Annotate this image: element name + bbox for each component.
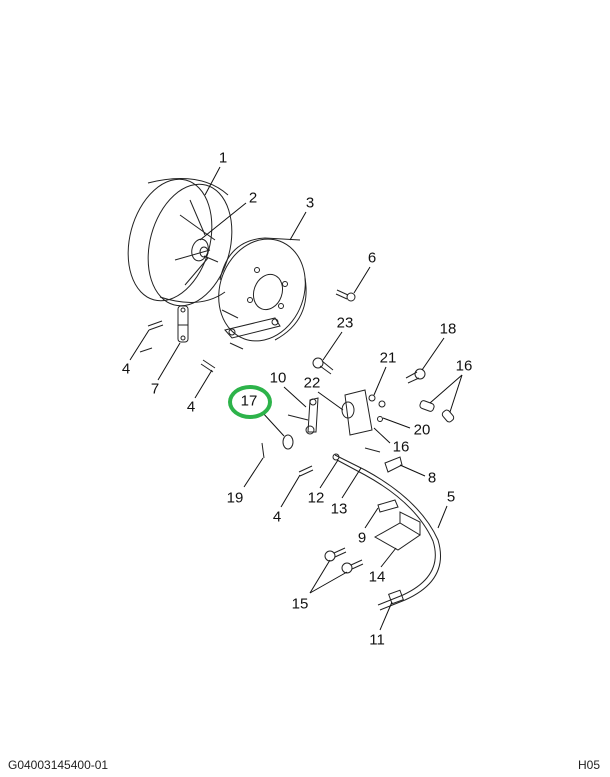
part-17-washer	[282, 434, 294, 450]
leader-lines	[129, 166, 463, 631]
part-5-cable	[332, 453, 442, 611]
part-16-plates	[419, 400, 455, 423]
callout-18[interactable]: 18	[439, 320, 457, 338]
page-code: H05	[577, 758, 600, 772]
callout-1[interactable]: 1	[218, 149, 228, 167]
callout-4c[interactable]: 4	[272, 508, 282, 526]
callout-4a[interactable]: 4	[121, 360, 131, 378]
callout-3[interactable]: 3	[305, 194, 315, 212]
part-9-plate	[377, 499, 399, 513]
callout-22[interactable]: 22	[303, 374, 321, 392]
part-3-brake-assembly	[218, 237, 307, 342]
callout-12[interactable]: 12	[307, 489, 325, 507]
figure-id: G04003145400-01	[8, 758, 109, 772]
callout-16b[interactable]: 16	[392, 438, 410, 456]
callout-21[interactable]: 21	[379, 349, 397, 367]
part-4-pins	[139, 320, 381, 477]
callout-11[interactable]: 11	[369, 631, 385, 649]
callout-23[interactable]: 23	[336, 314, 354, 332]
part-23-bolt	[312, 357, 334, 375]
part-1-drum	[127, 178, 233, 307]
callout-10[interactable]: 10	[269, 369, 287, 387]
callout-16a[interactable]: 16	[455, 357, 473, 375]
callout-4b[interactable]: 4	[186, 398, 196, 416]
part-8-clip	[384, 456, 403, 473]
highlight-ring-17	[228, 385, 272, 419]
part-6-bolt	[335, 289, 356, 302]
callout-7[interactable]: 7	[150, 380, 160, 398]
part-18-bolt	[405, 368, 426, 384]
callout-14[interactable]: 14	[368, 568, 386, 586]
callout-6[interactable]: 6	[367, 249, 377, 267]
callout-5[interactable]: 5	[446, 488, 456, 506]
callout-8[interactable]: 8	[427, 469, 437, 487]
callout-15[interactable]: 15	[291, 595, 309, 613]
callout-20[interactable]: 20	[413, 421, 431, 439]
part-19-cotter-pin	[261, 442, 265, 459]
callout-17[interactable]: 17	[240, 392, 258, 410]
callout-9[interactable]: 9	[357, 529, 367, 547]
part-7-link	[177, 305, 189, 343]
part-15-bolts	[324, 547, 364, 574]
part-14-bracket	[373, 511, 421, 551]
part-22-bracket	[341, 389, 386, 436]
callout-2[interactable]: 2	[248, 189, 258, 207]
callout-13[interactable]: 13	[330, 500, 348, 518]
callout-19[interactable]: 19	[226, 489, 244, 507]
part-10-lever	[287, 397, 319, 435]
